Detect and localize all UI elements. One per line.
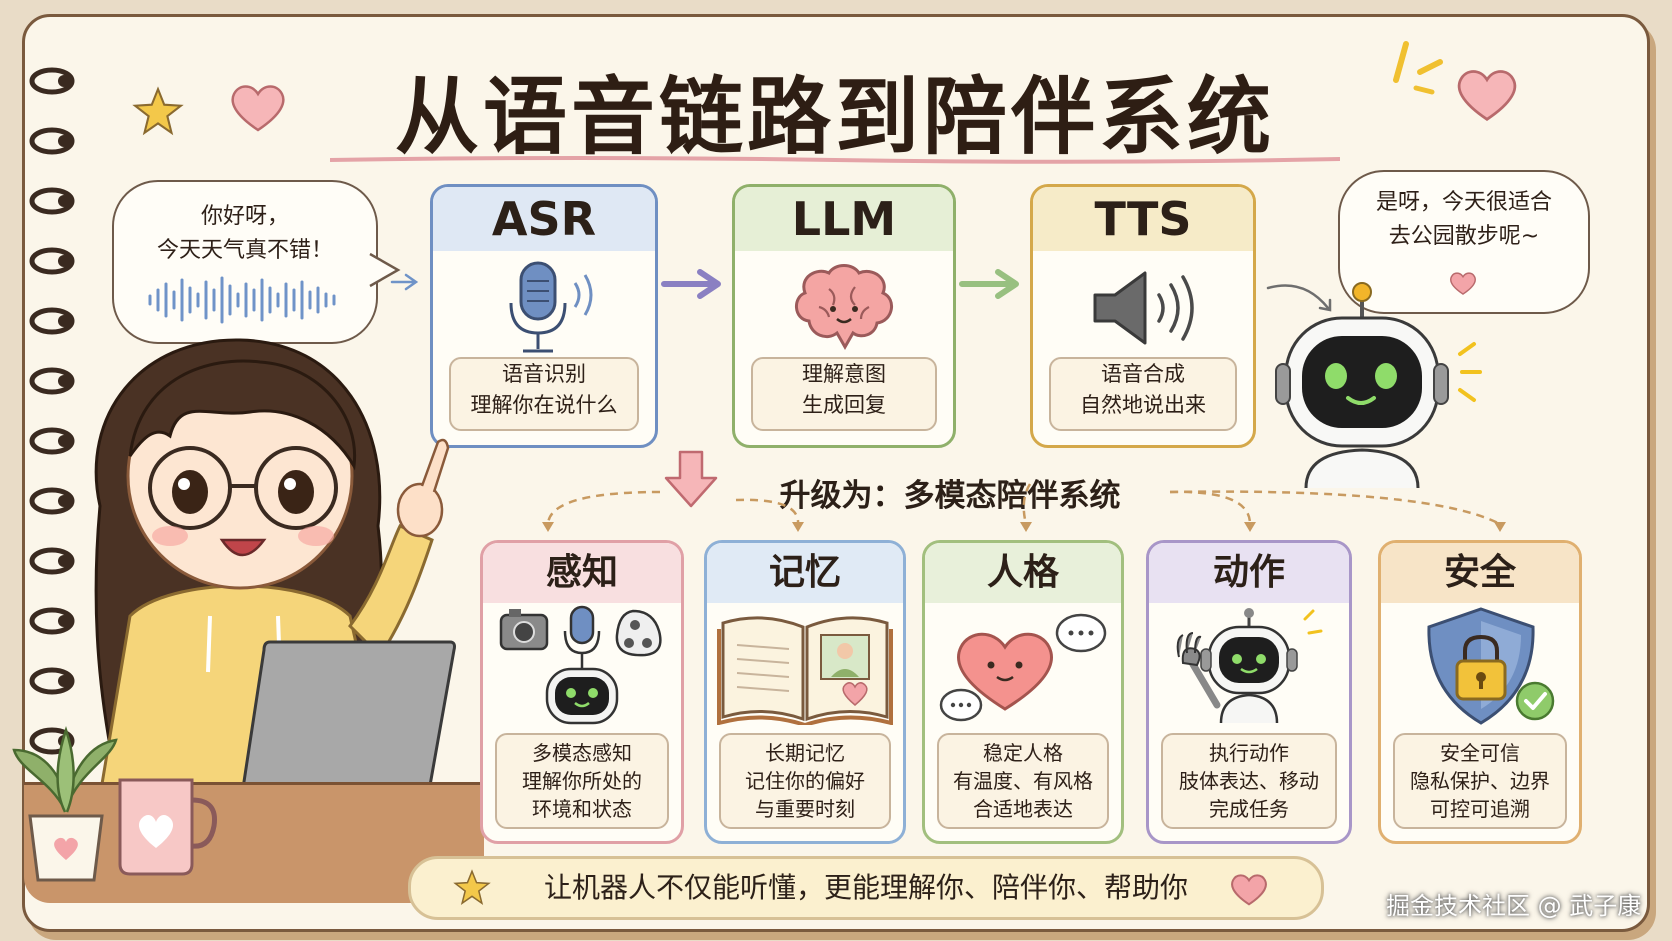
arrow-right-icon (390, 273, 419, 291)
module-card-desc: 安全可信 隐私保护、边界 可控可追溯 (1393, 733, 1567, 829)
desc-line: 可控可追溯 (1430, 797, 1530, 821)
page-title: 从语音链路到陪伴系统 (394, 68, 1275, 166)
pipeline-card-title: LLM (735, 187, 953, 251)
desk-surface (24, 782, 484, 903)
memory-book-icon (717, 616, 893, 725)
ring-icon (29, 247, 75, 275)
pipeline-card-desc: 理解意图 生成回复 (751, 357, 937, 431)
module-card-desc: 执行动作 肢体表达、移动 完成任务 (1161, 733, 1337, 829)
ring-icon (29, 307, 75, 335)
module-card-safety: 安全 安全可信 隐私保护、边界 可控可追溯 (1378, 540, 1582, 844)
robot-speech-bubble: 是呀，今天很适合 去公园散步呢~ (1338, 170, 1590, 314)
star-icon (132, 86, 184, 136)
robot-bubble-line-2: 去公园散步呢~ (1388, 224, 1540, 249)
plant-icon (12, 726, 118, 882)
ring-icon (29, 67, 75, 95)
microphone-icon (509, 261, 593, 353)
ring-icon (29, 607, 75, 635)
module-card-action: 动作 执行动作 肢体表达、移动 完成任务 (1146, 540, 1352, 844)
module-card-perception: 感知 多模态感知 理解你所处的 环境和状态 (480, 540, 684, 844)
module-card-title: 感知 (483, 543, 681, 603)
desc-line: 环境和状态 (532, 797, 632, 821)
arrow-right-icon (959, 269, 1019, 299)
speaker-icon (1093, 271, 1194, 345)
banner-text: 让机器人不仅能听懂，更能理解你、陪伴你、帮助你 (543, 871, 1188, 904)
sparkle-icon (1393, 41, 1443, 95)
ring-icon (29, 127, 75, 155)
desc-line: 生成回复 (802, 393, 886, 417)
desc-line: 自然地说出来 (1080, 393, 1206, 417)
upgrade-label: 升级为：多模态陪伴系统 (779, 478, 1121, 514)
module-card-memory: 记忆 长期记忆 记住你的偏好 与重要时刻 (704, 540, 906, 844)
desc-line: 稳定人格 (983, 741, 1063, 765)
desc-line: 与重要时刻 (755, 797, 855, 821)
desc-line: 理解意图 (802, 362, 886, 386)
desc-line: 记住你的偏好 (745, 769, 865, 793)
module-card-personality: 人格 稳定人格 有温度、有风格 合适地表达 (922, 540, 1124, 844)
module-card-title: 安全 (1381, 543, 1579, 603)
desc-line: 合适地表达 (973, 797, 1073, 821)
heart-icon (1231, 874, 1267, 906)
star-icon (453, 869, 491, 905)
heart-chat-icon (939, 613, 1107, 722)
desc-line: 有温度、有风格 (953, 769, 1093, 793)
bottom-banner: 让机器人不仅能听懂，更能理解你、陪伴你、帮助你 (408, 856, 1324, 920)
pipeline-card-tts: TTS 语音合成 自然地说出来 (1030, 184, 1256, 448)
module-card-title: 动作 (1149, 543, 1349, 603)
ring-icon (29, 367, 75, 395)
pipeline-card-desc: 语音识别 理解你在说什么 (449, 357, 639, 431)
title-underline (330, 156, 1340, 164)
arrow-down-icon (664, 450, 718, 508)
heart-icon (1450, 272, 1476, 295)
desc-line: 长期记忆 (765, 741, 845, 765)
robot-bubble-line-1: 是呀，今天很适合 (1375, 190, 1552, 215)
module-card-desc: 多模态感知 理解你所处的 环境和状态 (495, 733, 669, 829)
pipeline-card-title: ASR (433, 187, 655, 251)
ring-icon (29, 187, 75, 215)
curved-arrow-icon (1266, 284, 1332, 312)
desc-line: 理解你所处的 (522, 769, 642, 793)
user-bubble-line-2: 今天天气真不错！ (156, 238, 333, 263)
desc-line: 隐私保护、边界 (1410, 769, 1550, 793)
desc-line: 语音识别 (502, 362, 586, 386)
desc-line: 安全可信 (1440, 741, 1520, 765)
shield-lock-icon (1427, 607, 1555, 725)
robot-icon (1275, 282, 1482, 488)
desc-line: 执行动作 (1209, 741, 1289, 765)
waving-robot-icon (1176, 608, 1323, 724)
pipeline-card-llm: LLM 理解意图 生成回复 (732, 184, 956, 448)
module-card-desc: 稳定人格 有温度、有风格 合适地表达 (937, 733, 1109, 829)
user-speech-bubble: 你好呀， 今天天气真不错！ (112, 180, 378, 344)
module-card-desc: 长期记忆 记住你的偏好 与重要时刻 (719, 733, 891, 829)
sound-wave-icon (148, 276, 336, 324)
ring-icon (29, 427, 75, 455)
desc-line: 语音合成 (1101, 362, 1185, 386)
ring-icon (29, 547, 75, 575)
watermark: 掘金技术社区 @ 武子康 (1386, 892, 1642, 920)
module-card-title: 人格 (925, 543, 1121, 603)
sensor-robot-icon (499, 605, 662, 725)
module-card-title: 记忆 (707, 543, 903, 603)
desc-line: 肢体表达、移动 (1179, 769, 1319, 793)
desc-line: 理解你在说什么 (470, 393, 618, 417)
desc-line: 多模态感知 (532, 741, 632, 765)
user-bubble-line-1: 你好呀， (200, 204, 289, 229)
pipeline-card-title: TTS (1033, 187, 1253, 251)
heart-icon (231, 85, 285, 132)
mug-icon (118, 778, 218, 876)
ring-icon (29, 667, 75, 695)
brain-icon (795, 264, 893, 351)
desc-line: 完成任务 (1209, 797, 1289, 821)
bubble-tail (369, 252, 401, 288)
module-connectors (542, 483, 1506, 532)
heart-icon (1457, 70, 1517, 121)
pipeline-card-desc: 语音合成 自然地说出来 (1049, 357, 1237, 431)
pipeline-card-asr: ASR 语音识别 理解你在说什么 (430, 184, 658, 448)
ring-icon (29, 487, 75, 515)
arrow-right-icon (661, 269, 721, 299)
